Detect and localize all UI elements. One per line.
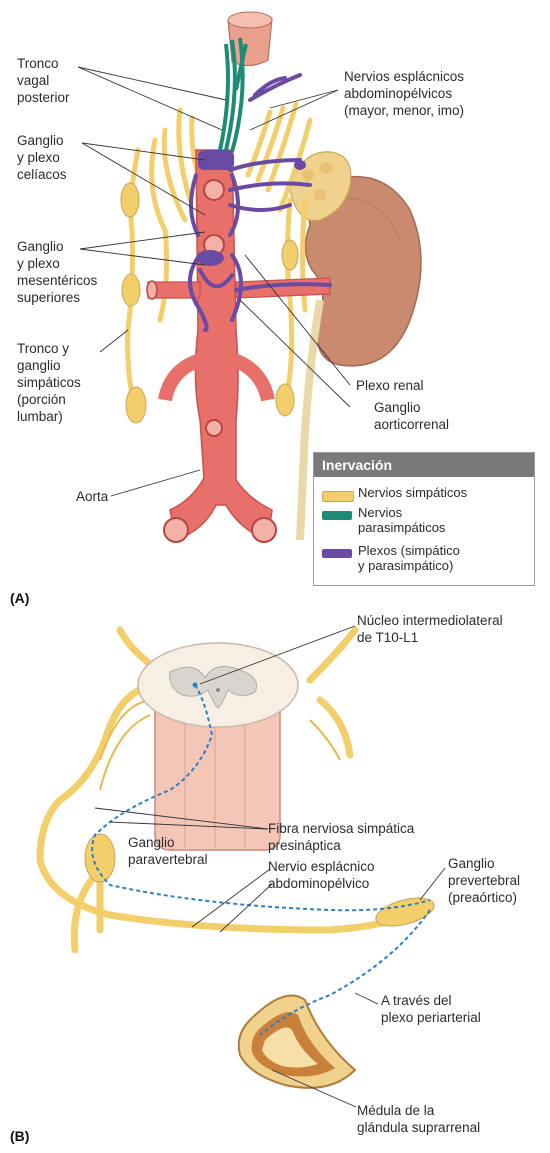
legend-label-sympathetic: Nervios simpáticos: [358, 485, 538, 500]
label-plexo-renal: Plexo renal: [356, 377, 424, 394]
legend-title: Inervación: [314, 453, 534, 477]
label-ganglio-prevertebral: Ganglio prevertebral (preaórtico): [448, 855, 520, 906]
innervation-legend: Inervación Nervios simpáticos Nervios pa…: [313, 452, 535, 586]
legend-swatch-plexus: [322, 549, 352, 558]
label-ganglio-celiacos: Ganglio y plexo celíacos: [17, 132, 67, 183]
legend-label-plexus: Plexos (simpático y parasimpático): [358, 543, 538, 573]
panel-a-label: (A): [10, 590, 29, 606]
legend-label-parasympathetic: Nervios parasimpáticos: [358, 505, 538, 535]
label-ganglio-paravertebral: Ganglio paravertebral: [128, 834, 208, 868]
legend-swatch-sympathetic: [322, 491, 354, 502]
label-nervios-esplacnicos: Nervios esplácnicos abdominopélvicos (ma…: [344, 68, 464, 119]
legend-swatch-parasympathetic: [322, 511, 352, 520]
label-tronco-vagal: Tronco vagal posterior: [17, 55, 70, 106]
label-fibra-presinaptica: Fibra nerviosa simpática presináptica: [268, 820, 414, 854]
spinal-cord: [138, 643, 298, 850]
nucleus-dot: [193, 683, 198, 688]
panel-b-label: (B): [10, 1128, 29, 1144]
paravertebral-ganglion: [85, 834, 115, 882]
label-ganglio-mesentericos: Ganglio y plexo mesentéricos superiores: [17, 238, 97, 306]
vagal-trunk: [220, 38, 246, 152]
label-aorta: Aorta: [76, 488, 108, 505]
label-ganglio-aorticorrenal: Ganglio aorticorrenal: [374, 399, 449, 433]
label-medula-suprarrenal: Médula de la glándula suprarrenal: [357, 1102, 480, 1136]
label-tronco-simpatico: Tronco y ganglio simpáticos (porción lum…: [17, 340, 81, 425]
label-nervio-esplacnico: Nervio esplácnico abdominopélvico: [268, 858, 375, 892]
label-nucleo-intermediolateral: Núcleo intermediolateral de T10-L1: [357, 612, 503, 646]
label-plexo-periarterial: A través del plexo periarterial: [381, 992, 481, 1026]
